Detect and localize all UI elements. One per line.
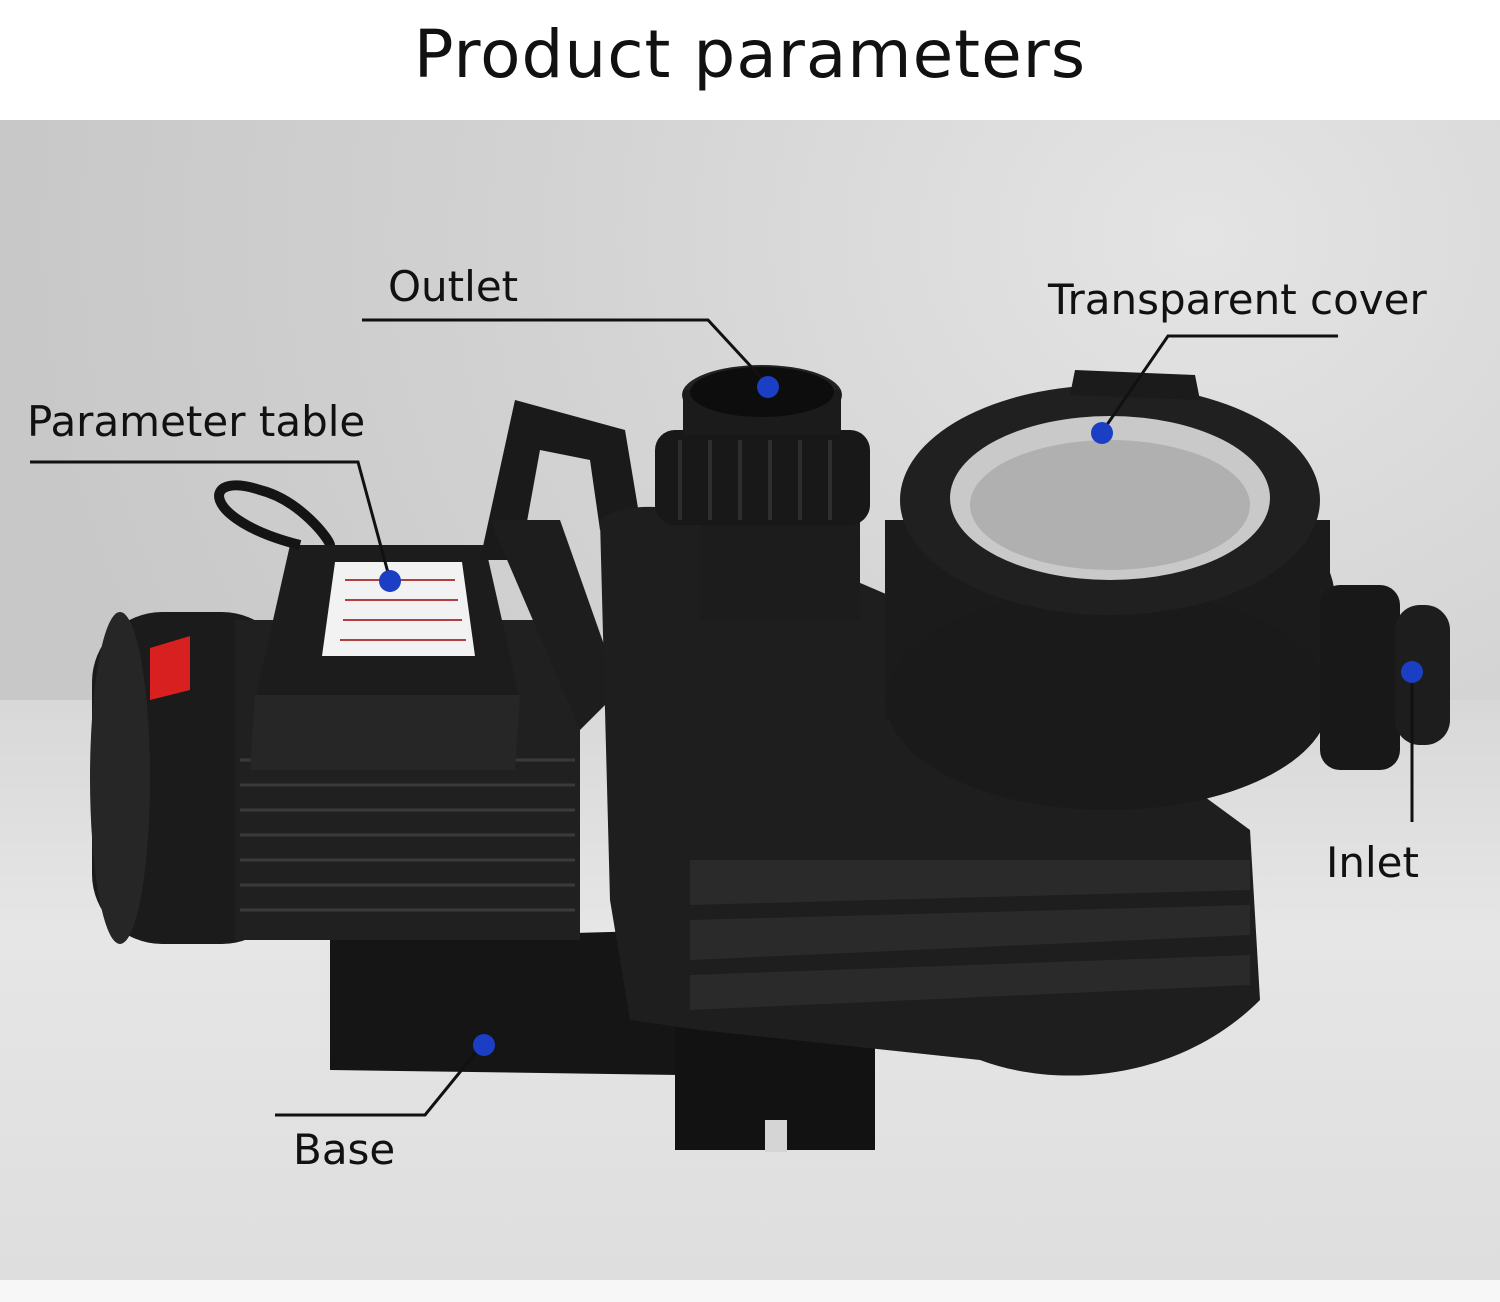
parameter-table-marker xyxy=(379,570,401,592)
callout-lines xyxy=(30,318,1414,1117)
inlet-pipe xyxy=(1320,585,1450,770)
marker-dots xyxy=(379,376,1423,1056)
transparent-cover-label: Transparent cover xyxy=(1048,275,1427,324)
base-label: Base xyxy=(293,1125,396,1174)
page-title: Product parameters xyxy=(413,15,1087,93)
inlet-label: Inlet xyxy=(1326,838,1419,887)
parameter-table-label: Parameter table xyxy=(27,397,366,446)
strainer-basket xyxy=(885,370,1335,810)
base-marker xyxy=(473,1034,495,1056)
terminal-box xyxy=(214,480,520,770)
outlet-label: Outlet xyxy=(388,262,519,311)
bottom-strip xyxy=(0,1280,1500,1302)
pump-housing xyxy=(600,506,1260,1076)
transparent-cover-marker xyxy=(1091,422,1113,444)
inlet-marker xyxy=(1401,661,1423,683)
pump-illustration xyxy=(30,318,1450,1152)
outlet-marker xyxy=(757,376,779,398)
